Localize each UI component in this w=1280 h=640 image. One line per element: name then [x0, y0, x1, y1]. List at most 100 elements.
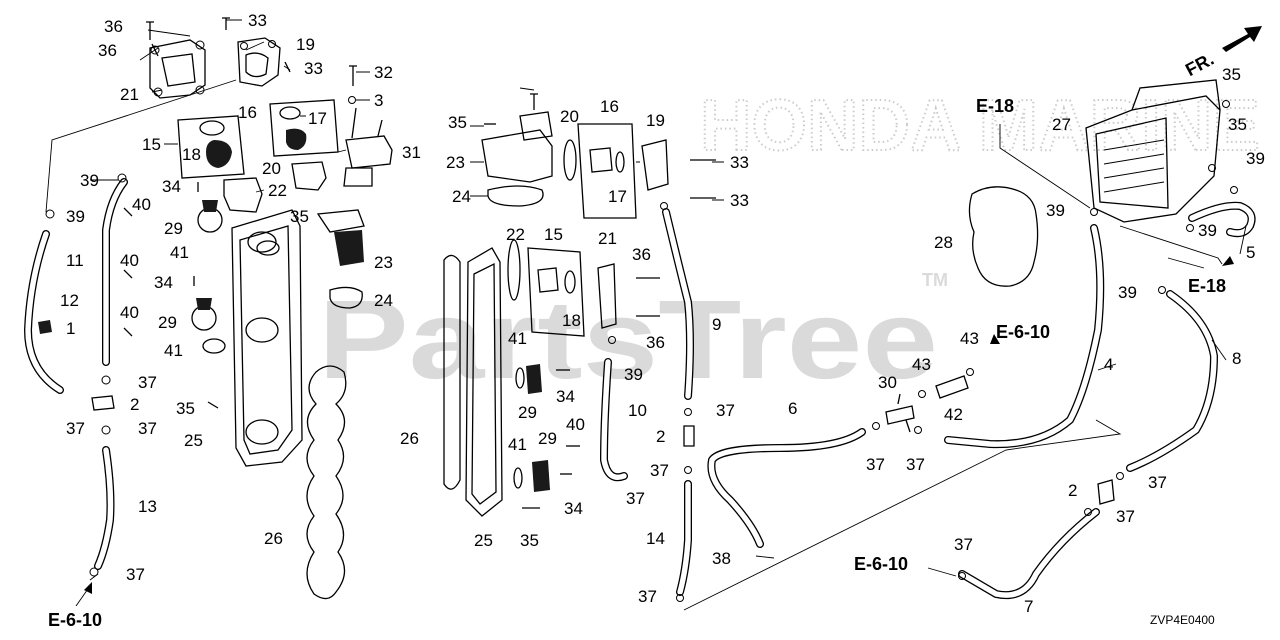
callout-39-g: 39 — [1118, 283, 1137, 302]
hose-7 — [958, 508, 1100, 599]
left-small-fittings — [38, 173, 219, 577]
callout-39-e: 39 — [1046, 201, 1065, 220]
callout-2-a: 2 — [130, 395, 139, 414]
callout-27: 27 — [1052, 115, 1071, 134]
ref-e610-left[interactable]: E-6-10 — [48, 610, 102, 630]
callout-11: 11 — [66, 251, 84, 270]
callout-24-a: 24 — [374, 291, 393, 310]
ref-e18-top[interactable]: E-18 — [976, 96, 1014, 116]
callout-37-l: 37 — [1116, 507, 1135, 526]
joint-2-center — [676, 408, 695, 602]
callout-24-b: 24 — [452, 187, 471, 206]
callout-37-k: 37 — [1148, 473, 1167, 492]
callout-35-e: 35 — [1222, 65, 1241, 84]
part-25-manifold-cover-center — [465, 247, 503, 517]
hose-12 — [102, 178, 128, 366]
hose-6 — [707, 428, 866, 548]
joint-2-right — [958, 472, 1124, 580]
callout-37-m: 37 — [954, 535, 973, 554]
leader-lines — [45, 19, 1247, 611]
parts-16-17-center-box — [577, 123, 637, 219]
diagram-code: ZVP4E0400 — [1150, 613, 1215, 627]
gasket-22-center — [507, 239, 521, 301]
callout-41-d: 41 — [508, 435, 527, 454]
callout-35-a: 35 — [290, 207, 309, 226]
callout-33-b: 33 — [304, 59, 323, 78]
part-23-housing-center — [481, 111, 553, 183]
part-25-manifold-cover-left — [231, 209, 303, 467]
thermostats-29-center — [513, 364, 550, 492]
joint-30-tee — [872, 393, 922, 434]
callout-29-d: 29 — [538, 429, 557, 448]
callout-20-b: 20 — [560, 107, 579, 126]
partstree-watermark-text: PartsTree — [318, 277, 938, 402]
callout-25-a: 25 — [184, 431, 203, 450]
part-31-actuator — [343, 107, 393, 187]
callout-37-f: 37 — [650, 461, 669, 480]
part-19-bracket-center — [641, 139, 669, 191]
hose-10 — [599, 358, 628, 482]
o-rings-41-left — [202, 240, 280, 354]
ref-e610-bottom[interactable]: E-6-10 — [854, 554, 908, 574]
callout-43-b: 43 — [960, 329, 979, 348]
callout-26-a: 26 — [400, 429, 419, 448]
front-direction-label: FR. — [1182, 49, 1217, 80]
callout-20: 20 — [262, 159, 281, 178]
callout-12: 12 — [60, 291, 79, 310]
gasket-24-left — [329, 286, 363, 309]
callout-34-c: 34 — [556, 387, 575, 406]
callout-39-a: 39 — [80, 171, 99, 190]
callout-33-a: 33 — [248, 11, 267, 30]
part-21-bracket — [149, 39, 206, 99]
callout-9: 9 — [712, 315, 721, 334]
callout-2-c: 2 — [1068, 481, 1077, 500]
trademark-text: TM — [922, 270, 948, 290]
callout-37-e: 37 — [716, 401, 735, 420]
callout-34-b: 34 — [154, 273, 173, 292]
callout-37-i: 37 — [866, 455, 885, 474]
callout-3: 3 — [374, 91, 383, 110]
bolts-top-left — [146, 17, 357, 104]
hose-9 — [662, 208, 694, 400]
callout-33-c: 33 — [730, 153, 749, 172]
callout-28: 28 — [934, 233, 953, 252]
callout-23-b: 23 — [446, 153, 465, 172]
part-23-housing-left — [316, 209, 365, 266]
gasket-20-center — [563, 139, 577, 181]
callout-8: 8 — [1232, 349, 1241, 368]
callout-40-c: 40 — [120, 303, 139, 322]
callout-15: 15 — [142, 135, 161, 154]
callout-37-j: 37 — [906, 455, 925, 474]
ref-e610-mid[interactable]: E-6-10 — [996, 322, 1050, 342]
thermostat-29-upper — [197, 200, 223, 233]
parts-15-18-group — [177, 115, 245, 179]
parts-16-17-group — [269, 99, 339, 157]
callout-36-b: 36 — [98, 41, 117, 60]
callout-21-b: 21 — [598, 229, 617, 248]
callout-7: 7 — [1024, 597, 1033, 616]
callout-34-a: 34 — [162, 177, 181, 196]
callout-43-a: 43 — [912, 355, 931, 374]
callout-39-c: 39 — [624, 365, 643, 384]
hose-5 — [1188, 201, 1256, 238]
callout-32: 32 — [374, 63, 393, 82]
callout-29-a: 29 — [164, 219, 183, 238]
thermostat-29-lower — [191, 298, 217, 331]
callout-1: 1 — [66, 319, 75, 338]
ref-e18-right[interactable]: E-18 — [1188, 276, 1226, 296]
callout-35-f: 35 — [1228, 115, 1247, 134]
part-26-gasket-center — [443, 254, 461, 490]
hose-13 — [94, 446, 115, 570]
callout-15-b: 15 — [544, 225, 563, 244]
callout-42: 42 — [944, 405, 963, 424]
callout-10: 10 — [628, 401, 647, 420]
reference-codes: E-18 E-18 E-6-10 E-6-10 E-6-10 — [48, 96, 1234, 630]
callout-21: 21 — [120, 85, 139, 104]
partstree-watermark: PartsTree TM — [318, 270, 948, 402]
hose-4 — [944, 224, 1105, 449]
callout-36-a: 36 — [104, 17, 123, 36]
callout-19-b: 19 — [646, 111, 665, 130]
callout-33-d: 33 — [730, 191, 749, 210]
callout-40-b: 40 — [120, 251, 139, 270]
